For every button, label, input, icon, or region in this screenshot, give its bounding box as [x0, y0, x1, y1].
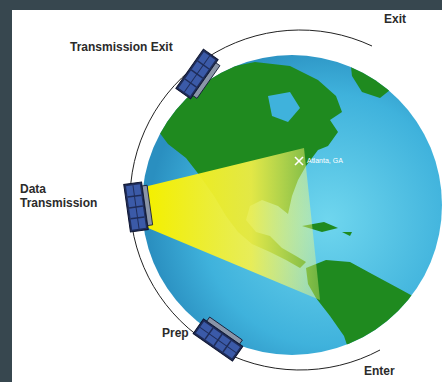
transmission-beam: [148, 148, 320, 300]
stage-label: Transmission Exit: [70, 40, 173, 54]
panel: [12, 10, 442, 382]
satellite: [176, 49, 222, 102]
stage-label: Prep: [162, 326, 189, 340]
satellite: [193, 315, 246, 361]
city-label: Atlanta, GA: [307, 157, 343, 165]
stage-label: Data Transmission: [20, 182, 104, 210]
satellite: [124, 181, 153, 232]
city-marker: [295, 157, 303, 165]
stage-label: Exit: [384, 12, 406, 26]
stage-label: Enter: [364, 364, 395, 378]
